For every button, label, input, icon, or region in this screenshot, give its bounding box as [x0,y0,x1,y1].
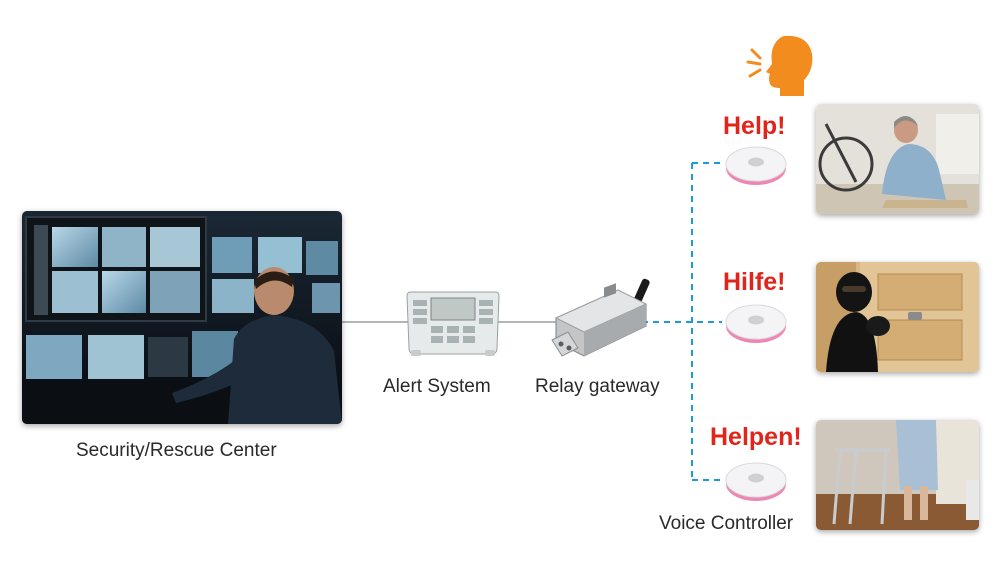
alert-system-device [405,290,501,358]
voice-controller-device-2 [724,300,788,346]
wireless-links [642,162,724,481]
security-center-label: Security/Rescue Center [76,440,277,461]
security-center-photo [22,211,342,424]
call-hilfe-text: Hilfe! [723,268,786,296]
call-help-text: Help! [723,112,786,140]
fallen-woman-photo [816,104,979,214]
voice-controller-label: Voice Controller [659,513,794,534]
call-helpen-text: Helpen! [710,423,802,451]
alert-system-label: Alert System [383,376,491,397]
relay-gateway-device [548,278,663,363]
voice-controller-device-1 [724,142,788,188]
walker-photo [816,420,979,530]
speaking-head-icon [742,32,818,100]
relay-gateway-label: Relay gateway [535,376,660,397]
voice-controller-device-3 [724,458,788,504]
burglar-photo [816,262,979,372]
